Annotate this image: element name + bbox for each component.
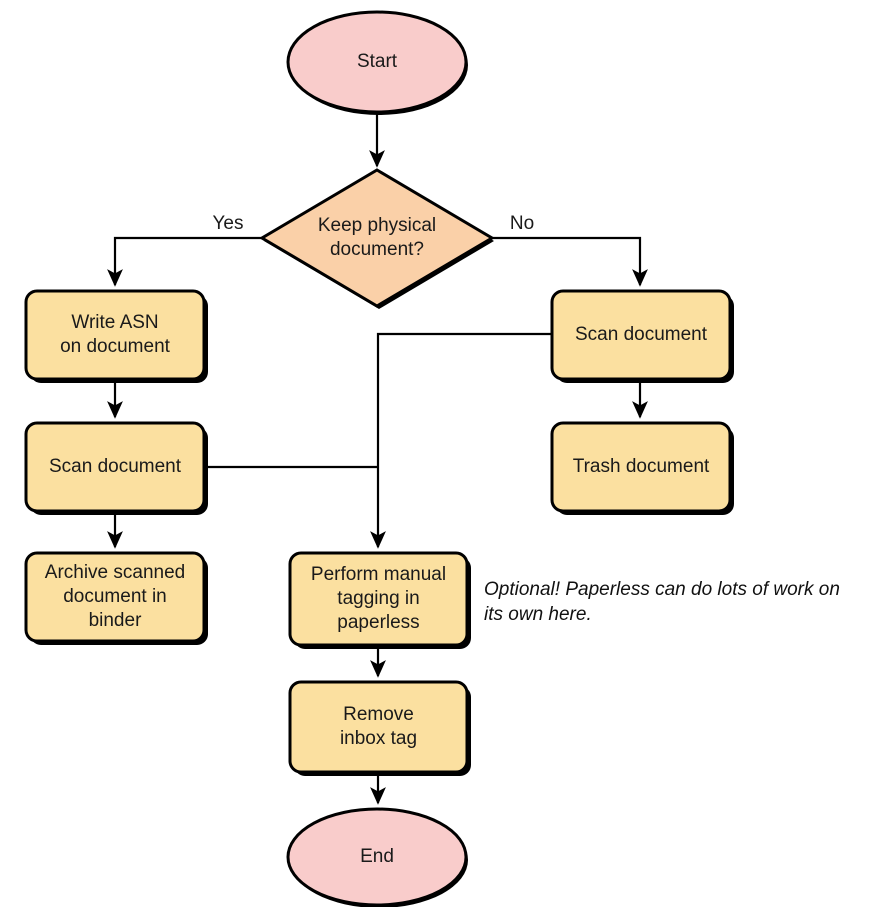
node-label: Scan document bbox=[49, 456, 182, 477]
edge-label-label-yes: Yes bbox=[213, 213, 244, 234]
node-end[interactable]: End bbox=[286, 807, 468, 907]
node-body bbox=[288, 551, 469, 647]
node-body bbox=[550, 289, 732, 381]
edge-decision-no bbox=[492, 236, 648, 287]
node-scan-document-right[interactable]: Scan document bbox=[550, 289, 734, 383]
node-label: Start bbox=[357, 51, 398, 72]
node-body bbox=[288, 680, 469, 774]
node-body bbox=[24, 551, 206, 643]
node-body bbox=[24, 421, 206, 513]
node-body bbox=[286, 807, 468, 907]
edge-label-label-no: No bbox=[510, 213, 534, 234]
node-body bbox=[286, 10, 468, 114]
edge-decision-yes bbox=[107, 236, 262, 287]
annotations-layer: Optional! Paperless can do lots of work … bbox=[484, 579, 840, 625]
node-body bbox=[550, 421, 732, 513]
node-scan-document-left[interactable]: Scan document bbox=[24, 421, 208, 515]
node-body bbox=[24, 289, 206, 381]
node-label: Trash document bbox=[573, 456, 710, 477]
node-start[interactable]: Start bbox=[286, 10, 468, 115]
node-label: End bbox=[360, 846, 394, 867]
edge-labels-layer: Yes No bbox=[213, 213, 535, 234]
node-label: Scan document bbox=[575, 324, 708, 345]
annotation-optional-note: Optional! Paperless can do lots of work … bbox=[484, 579, 840, 625]
node-trash-document[interactable]: Trash document bbox=[550, 421, 734, 515]
edges-layer bbox=[107, 112, 648, 805]
edge-scan-right-to-tagging bbox=[370, 332, 552, 549]
node-body bbox=[259, 168, 495, 308]
